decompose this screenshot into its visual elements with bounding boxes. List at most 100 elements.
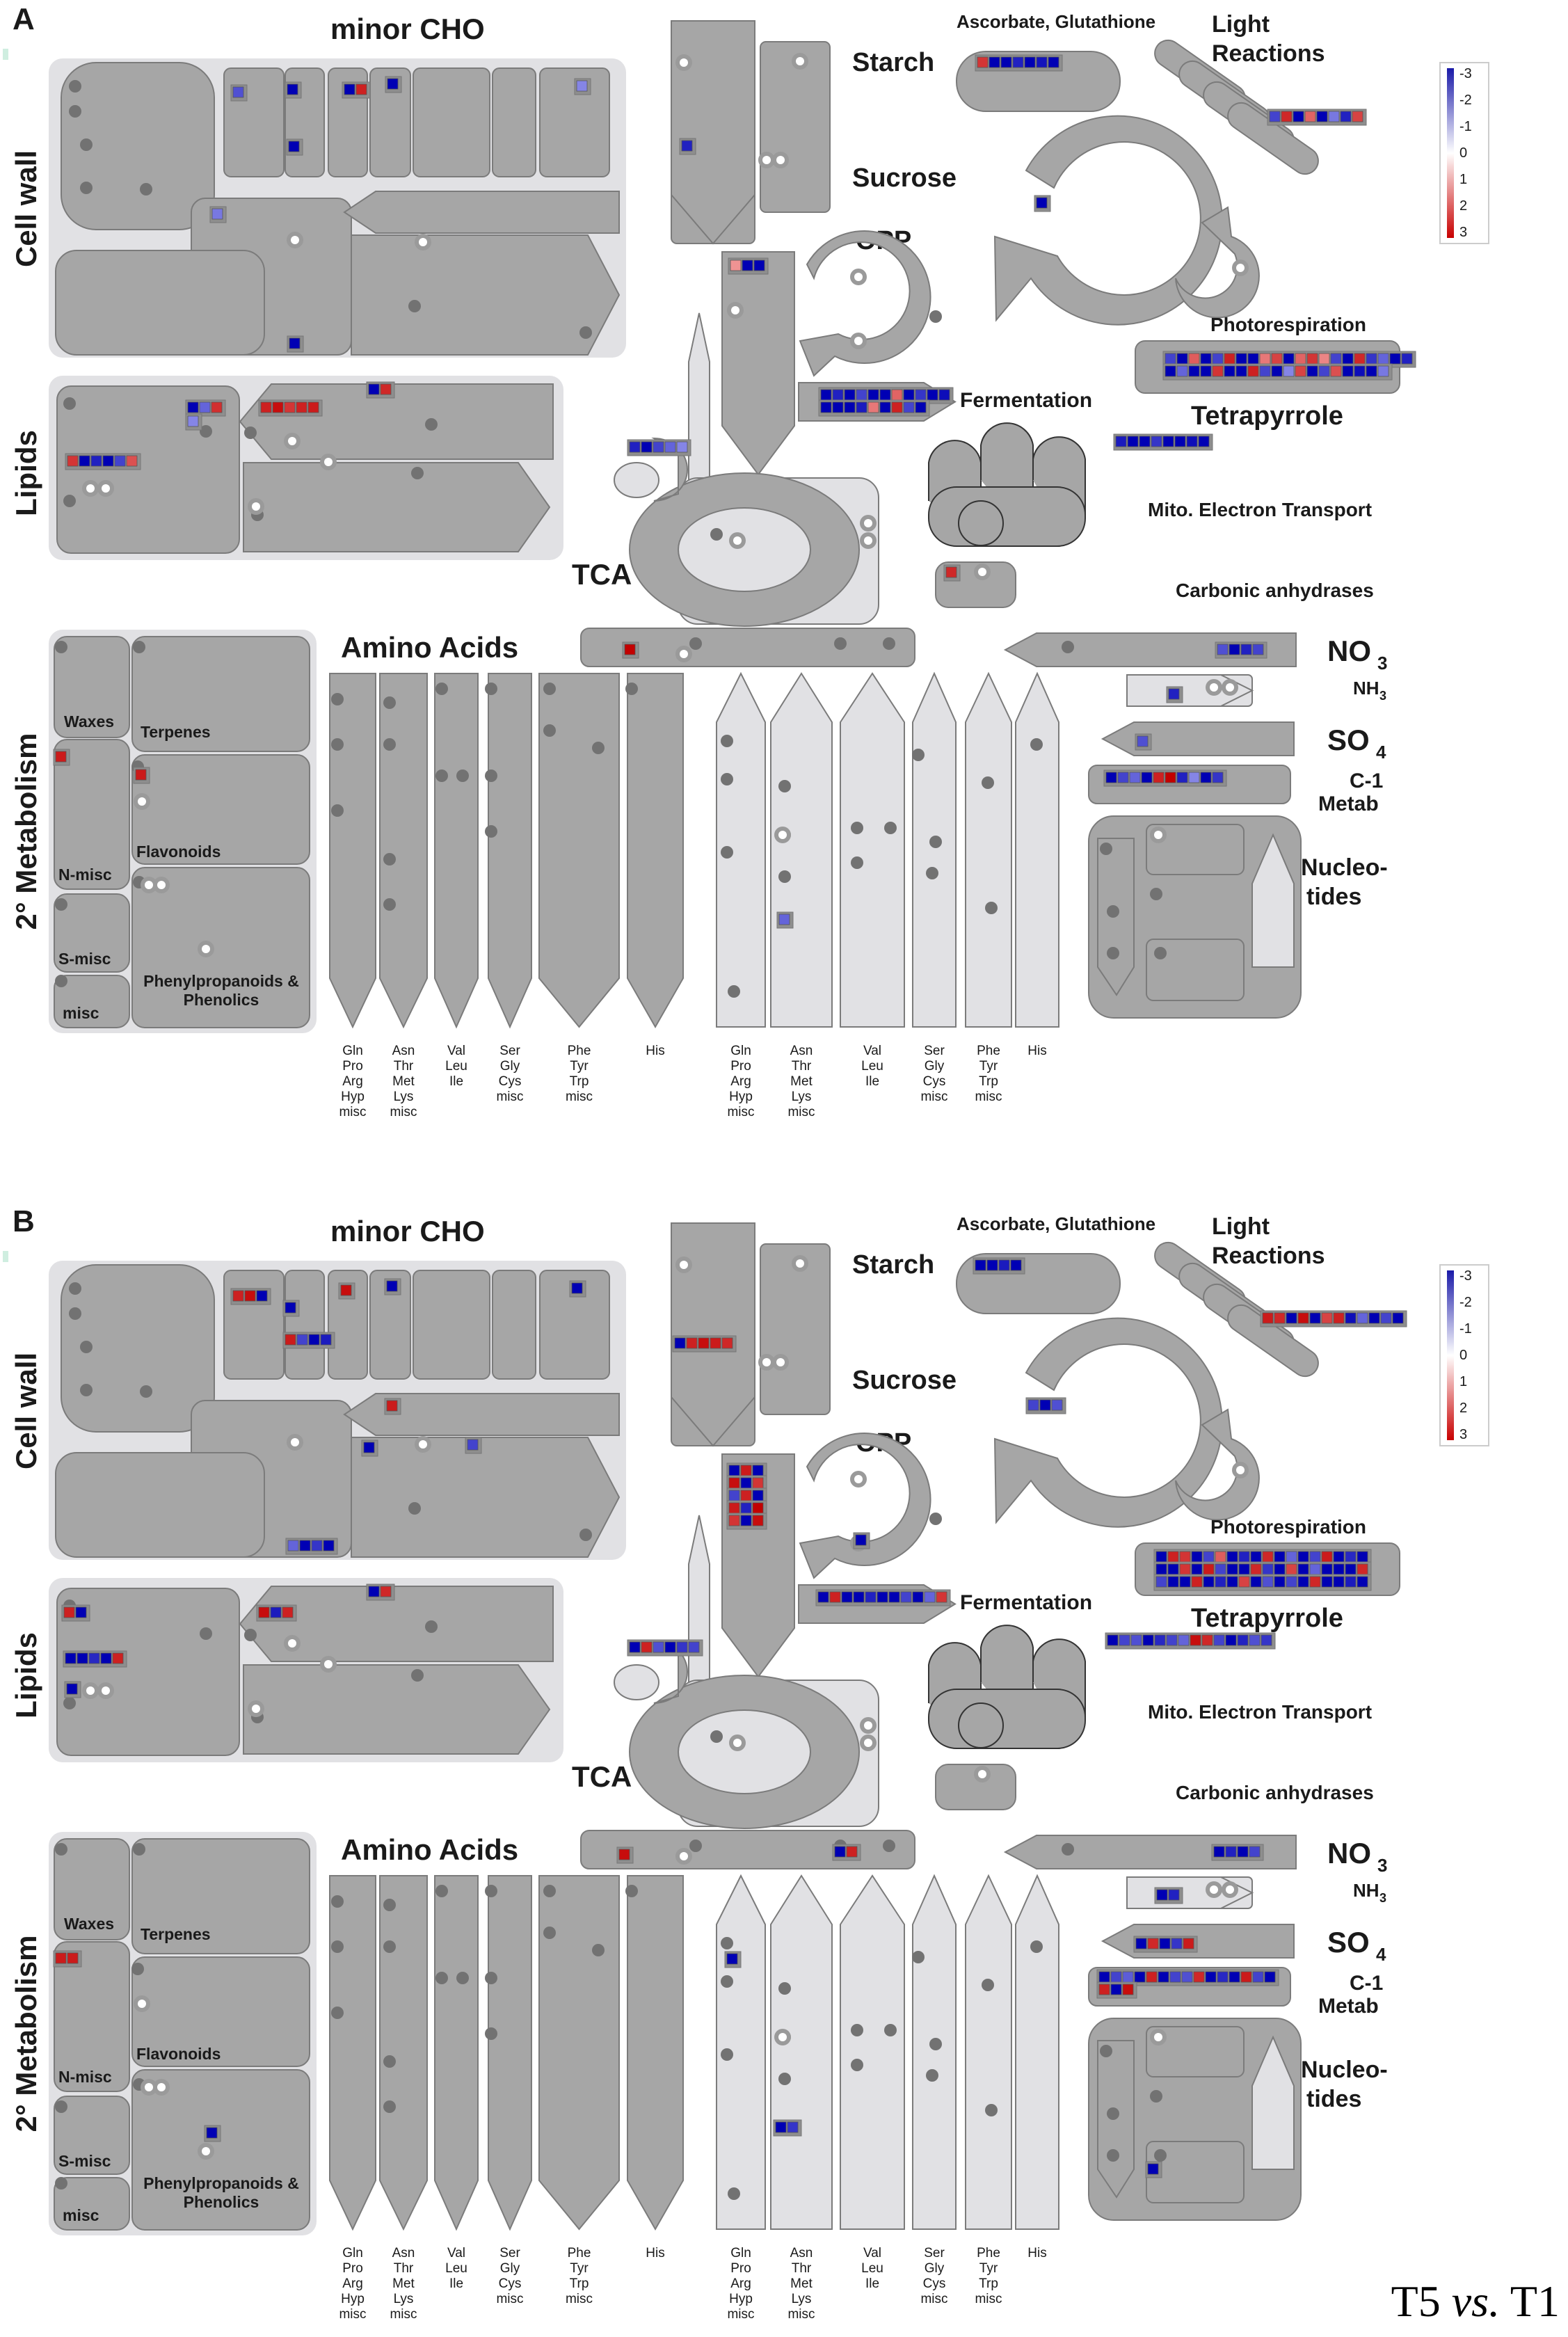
heatmap-strip	[286, 138, 303, 156]
heatmap-strip-cell	[1274, 1563, 1286, 1575]
heatmap-strip-cell	[1179, 1551, 1191, 1563]
heatmap-strip-cell	[1297, 1576, 1309, 1588]
metabolite-dot	[778, 2073, 791, 2085]
amino-acids-title: Amino Acids	[341, 1833, 518, 1866]
metabolite-dot	[63, 1697, 76, 1709]
nucleotide-light-arrow	[1251, 833, 1295, 968]
opp-cycle-arrow	[799, 230, 931, 377]
amino-acid-column	[627, 673, 684, 1029]
legend-tick: -2	[1459, 93, 1472, 108]
lipids-title: Lipids	[10, 430, 42, 516]
heatmap-strip	[282, 1332, 335, 1349]
amino-acid-label: misc	[920, 2292, 947, 2306]
flavonoids-label: Flavonoids	[136, 843, 221, 861]
metabolite-ring-center	[1154, 831, 1162, 839]
opp-cycle-arrow	[799, 1433, 931, 1579]
heatmap-strip-cell	[915, 389, 927, 401]
nucleotide-inner-1	[1146, 824, 1245, 875]
heatmap-strip-cell	[1024, 56, 1036, 68]
metabolite-dot	[883, 1840, 895, 1852]
heatmap-strip	[975, 54, 1063, 72]
heatmap-strip-cell	[1155, 1576, 1167, 1588]
metabolite-dot	[884, 822, 897, 834]
nh3-subscript: 3	[1379, 1891, 1386, 1905]
calvin-cycle	[993, 115, 1223, 326]
heatmap-strip-cell	[775, 2121, 787, 2133]
so4-label: SO	[1327, 1926, 1370, 1959]
heatmap-strip-cell	[740, 1465, 752, 1476]
metabolite-dot	[69, 105, 81, 118]
heatmap-strip-cell	[287, 1540, 299, 1552]
heatmap-strip-cell	[653, 441, 664, 453]
no3-subscript: 3	[1377, 1855, 1387, 1876]
heatmap-strip-cell	[571, 1282, 583, 1294]
amino-acid-label: misc	[975, 2292, 1002, 2306]
heatmap-strip-cell	[879, 389, 891, 401]
heatmap-strip-cell	[1281, 111, 1293, 122]
metabolite-dot	[912, 749, 925, 761]
amino-acid-label: Arg	[730, 1074, 751, 1089]
heatmap-strip-cell	[903, 389, 915, 401]
heatmap-strip-cell	[1252, 644, 1264, 655]
heatmap-strip-cell	[1269, 111, 1281, 122]
heatmap-strip-cell	[888, 1591, 900, 1603]
heatmap-strip-cell	[865, 1591, 877, 1603]
mito-label: Mito. Electron Transport	[1148, 499, 1372, 520]
sucrose-label: Sucrose	[852, 163, 957, 193]
metabolite-ring-center	[324, 458, 333, 466]
heatmap-strip-cell	[1203, 1576, 1215, 1588]
heatmap-strip-cell	[1235, 353, 1247, 365]
heatmap-strip-cell	[1330, 365, 1342, 377]
sucrose-box	[760, 1243, 831, 1415]
heatmap-strip-cell	[1212, 772, 1224, 783]
heatmap-strip-cell	[1286, 1576, 1297, 1588]
heatmap-strip-cell	[681, 140, 693, 152]
c1-label-2: Metab	[1318, 792, 1379, 815]
amino-acid-column	[488, 1875, 532, 2231]
amino-acid-column	[716, 671, 766, 1028]
metabolite-dot	[383, 696, 396, 709]
metabolite-dot	[456, 1972, 469, 1984]
comparison-caption: T5 vs. T1	[1391, 2276, 1560, 2326]
metabolite-dot	[592, 742, 605, 754]
amino-acid-label: Lys	[792, 1090, 812, 1104]
tca-label: TCA	[572, 558, 632, 591]
tca-inner	[678, 1709, 811, 1794]
metabolite-dot	[331, 693, 344, 705]
nucleotide-label-2: tides	[1306, 2086, 1361, 2112]
waxes-box	[54, 636, 130, 738]
panel-marker	[3, 1251, 8, 1262]
cell-wall-lower	[55, 1452, 265, 1558]
heatmap-strip-cell	[1191, 1551, 1203, 1563]
heatmap-strip-cell	[1250, 1551, 1262, 1563]
so4-arrow	[1101, 1924, 1295, 1959]
heatmap-strip-cell	[1262, 1563, 1274, 1575]
heatmap-strip-cell	[135, 769, 147, 781]
heatmap-strip-cell	[199, 401, 211, 413]
heatmap-strip-cell	[989, 56, 1000, 68]
nh3-label: NH	[1353, 1880, 1379, 1901]
metabolite-dot	[1100, 2045, 1112, 2057]
amino-acid-column	[434, 1875, 479, 2231]
metabolite-dot	[579, 326, 592, 339]
heatmap-strip-cell	[1309, 1576, 1321, 1588]
heatmap-strip-cell	[1162, 436, 1174, 447]
heatmap-strip-cell	[1330, 353, 1342, 365]
heatmap-strip-cell	[1309, 1312, 1321, 1324]
minor-cho-box	[492, 1270, 536, 1380]
metabolite-dot	[80, 182, 93, 194]
heatmap-strip-cell	[1380, 1312, 1392, 1324]
heatmap-strip-cell	[75, 1606, 87, 1618]
flavonoids-label: Flavonoids	[136, 2045, 221, 2063]
heatmap-strip-cell	[1389, 353, 1401, 365]
metabolite-dot	[851, 2059, 863, 2071]
cell-wall-arrow-upper	[343, 1393, 620, 1436]
heatmap-strip-cell	[676, 1641, 688, 1653]
metabolite-dot	[133, 1843, 145, 1856]
cell-wall-title: Cell wall	[10, 150, 42, 267]
heatmap-strip	[853, 1532, 870, 1549]
heatmap-strip-cell	[664, 1641, 676, 1653]
heatmap-strip-cell	[1271, 365, 1283, 377]
cell-wall-arrow-upper	[343, 191, 620, 234]
